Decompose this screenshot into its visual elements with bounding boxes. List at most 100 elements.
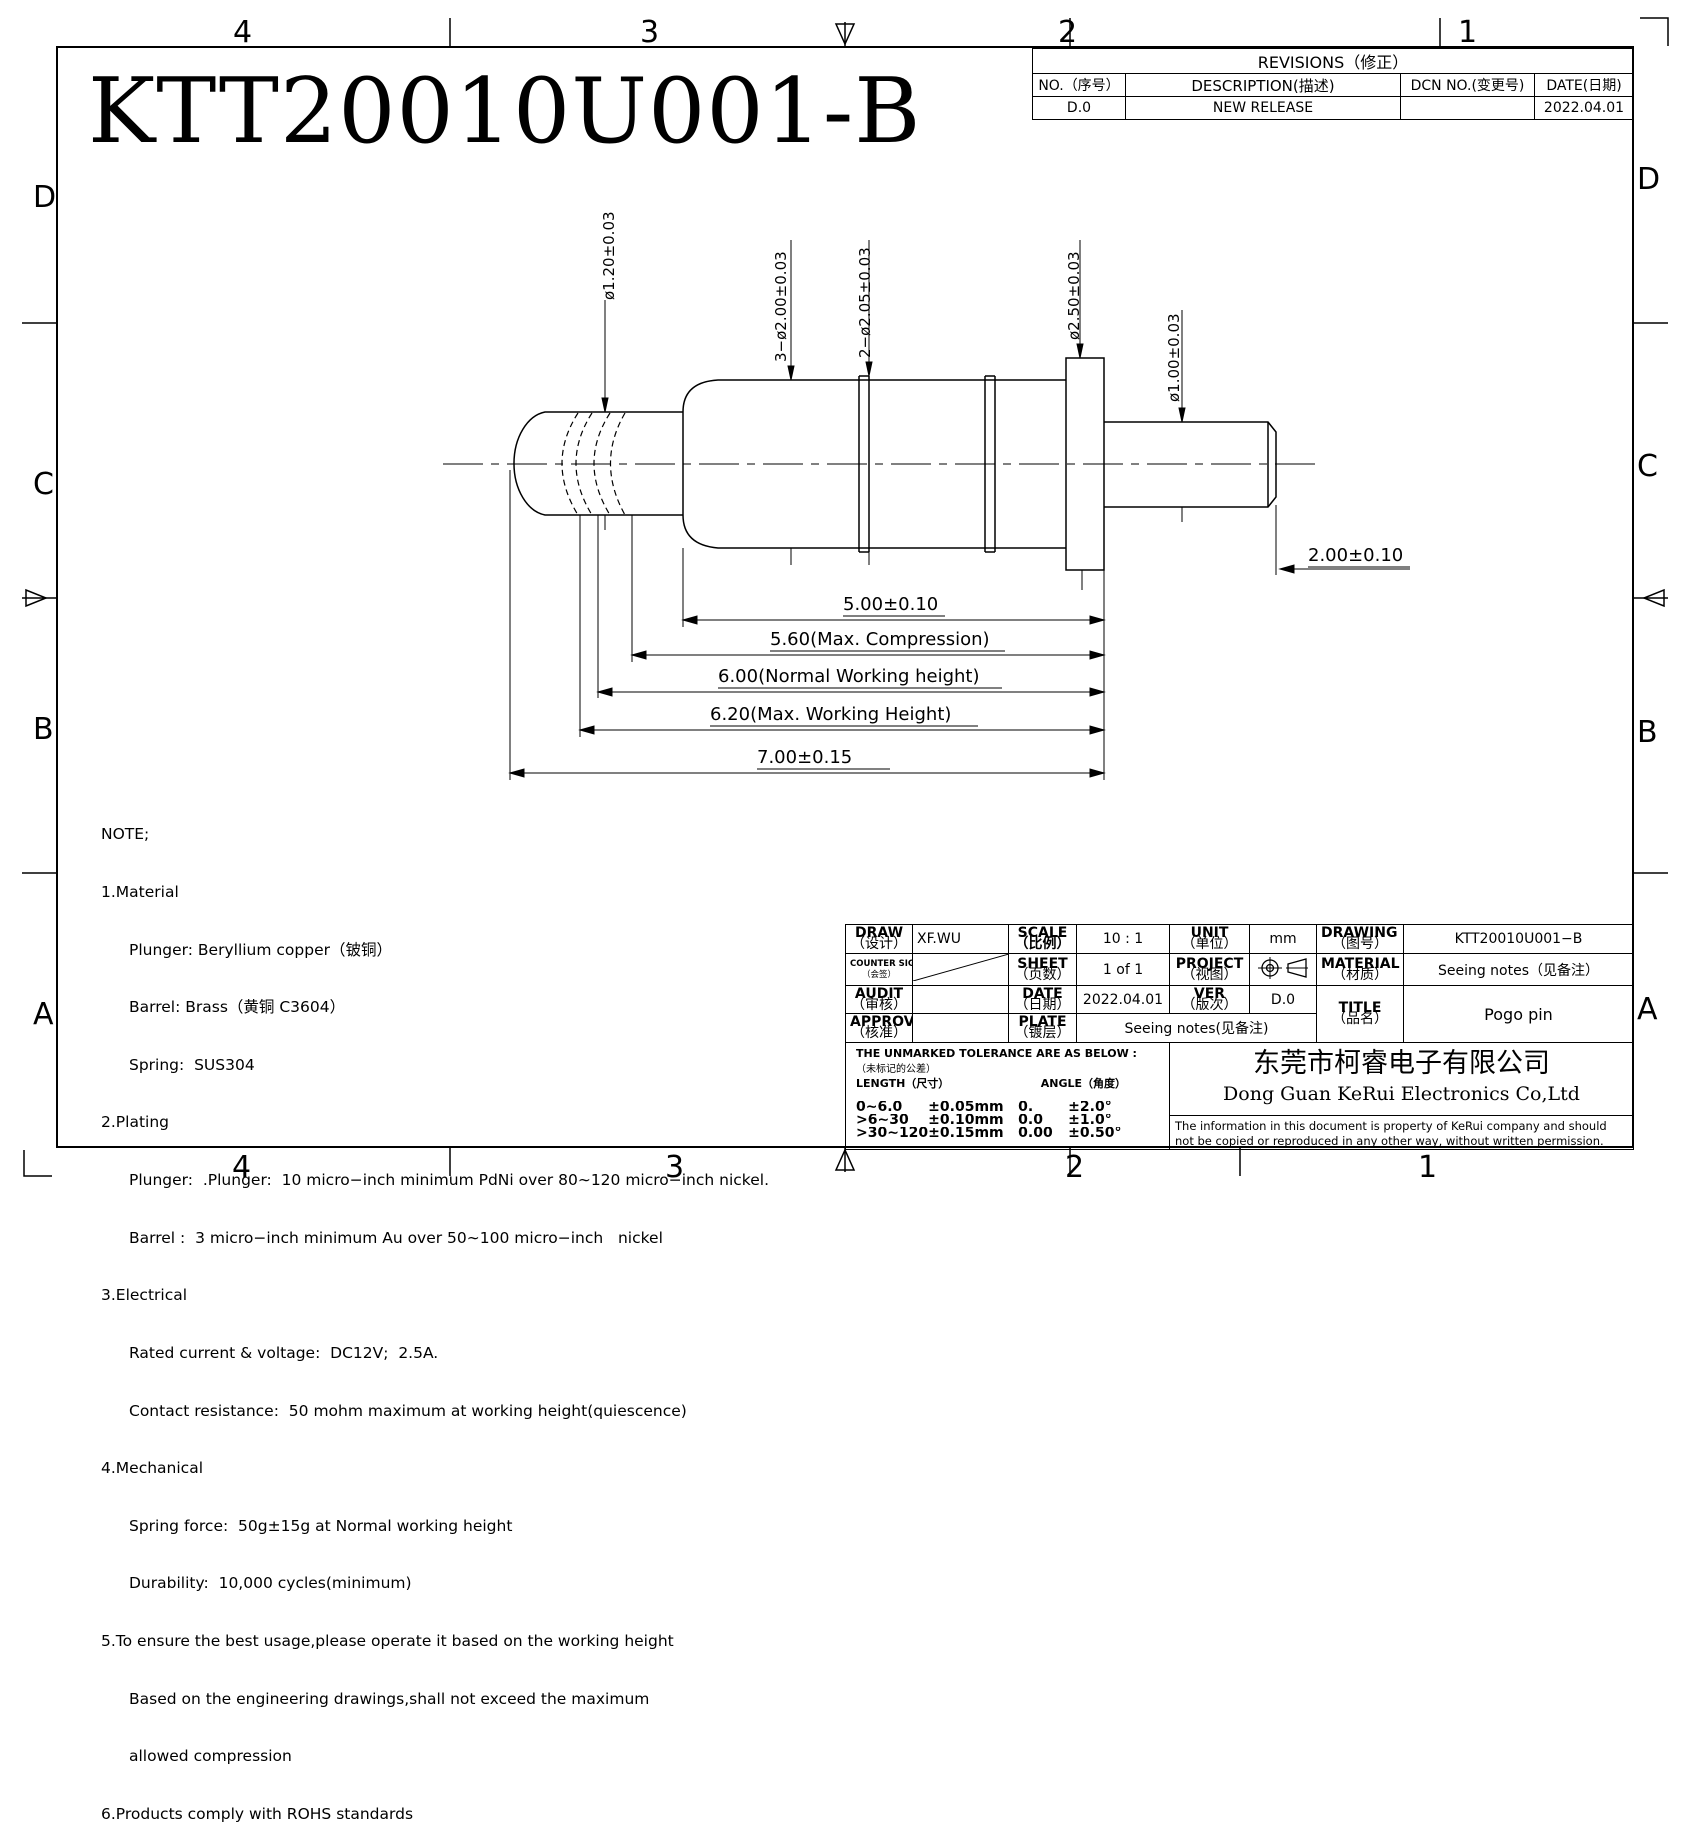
note-line: Spring: SUS304 bbox=[129, 1055, 255, 1074]
part-number-title: KTT20010U001-B bbox=[88, 59, 922, 164]
note-line: Plunger: Beryllium copper（铍铜） bbox=[129, 940, 393, 959]
tol-range: 0∼6.0 bbox=[856, 1101, 903, 1114]
plate-value: Seeing notes(见备注) bbox=[1076, 1013, 1317, 1043]
dim-dia-1-00: ø1.00±0.03 bbox=[1165, 313, 1183, 402]
unit-label: UNIT（单位） bbox=[1169, 924, 1250, 954]
audit-label: AUDIT（审核） bbox=[845, 985, 913, 1014]
note-line: Rated current & voltage: DC12V; 2.5A. bbox=[129, 1343, 439, 1362]
note-line: 3.Electrical bbox=[101, 1286, 188, 1305]
projection-symbol-icon bbox=[1249, 953, 1317, 986]
tol-angle: ±0.50° bbox=[1068, 1127, 1122, 1140]
tolerance-title: THE UNMARKED TOLERANCE ARE AS BELOW : bbox=[856, 1047, 1137, 1060]
note-line: 2.Plating bbox=[101, 1113, 169, 1132]
revisions-table: REVISIONS（修正） NO.（序号） DESCRIPTION(描述) DC… bbox=[1032, 48, 1634, 120]
dim-dia-2-50: ø2.50±0.03 bbox=[1065, 251, 1083, 340]
zone-top-4: 4 bbox=[233, 15, 253, 50]
zone-ticks bbox=[22, 17, 1669, 1177]
tol-length: ±0.05mm bbox=[928, 1101, 1004, 1114]
tolerance-values: 0∼6.0 ±0.05mm 0. ±2.0° >6∼30 ±0.10mm 0.0… bbox=[856, 1101, 1121, 1140]
plate-label: PLATE（镀层） bbox=[1008, 1013, 1077, 1043]
company-name-en: Dong Guan KeRui Electronics Co,Ltd bbox=[1223, 1083, 1580, 1105]
tolerance-cn: （未标记的公差） bbox=[856, 1064, 936, 1075]
length-label: LENGTH（尺寸） bbox=[856, 1077, 950, 1090]
title-value: Pogo pin bbox=[1403, 985, 1634, 1043]
tol-decimal: 0.0 bbox=[1018, 1114, 1043, 1127]
ver-label: VER（版次） bbox=[1169, 985, 1250, 1014]
centering-marks bbox=[22, 22, 1668, 1172]
scale-value: 10 : 1 bbox=[1076, 924, 1170, 954]
counter-sign-value bbox=[912, 953, 1009, 986]
dim-2-00: 2.00±0.10 bbox=[1308, 545, 1404, 566]
revisions-title: REVISIONS（修正） bbox=[1032, 48, 1634, 74]
dim-dia-2-00: 3−ø2.00±0.03 bbox=[772, 251, 790, 362]
note-line: allowed compression bbox=[129, 1747, 292, 1766]
dim-dia-2-05: 2−ø2.05±0.03 bbox=[856, 247, 874, 358]
zone-bottom-1: 1 bbox=[1418, 1150, 1438, 1185]
scale-label: SCALE（比例） bbox=[1008, 924, 1077, 954]
zone-right-a: A bbox=[1637, 992, 1658, 1027]
tol-decimal: 0.00 bbox=[1018, 1127, 1053, 1140]
note-line: 1.Material bbox=[101, 883, 179, 902]
zone-bottom-2: 2 bbox=[1065, 1150, 1085, 1185]
note-line: Based on the engineering drawings,shall … bbox=[129, 1689, 650, 1708]
dim-5-60: 5.60(Max. Compression) bbox=[770, 629, 990, 650]
rev-header-dcn: DCN NO.(变更号) bbox=[1400, 73, 1535, 97]
tol-length: ±0.10mm bbox=[928, 1114, 1004, 1127]
tol-range: >30∼120 bbox=[856, 1127, 929, 1140]
notes-heading: NOTE; bbox=[101, 825, 150, 844]
tol-range: >6∼30 bbox=[856, 1114, 909, 1127]
tol-angle: ±1.0° bbox=[1068, 1114, 1112, 1127]
note-line: Contact resistance: 50 mohm maximum at w… bbox=[129, 1401, 687, 1420]
rev-header-description: DESCRIPTION(描述) bbox=[1125, 73, 1401, 97]
project-label: PROJECT（视图） bbox=[1169, 953, 1250, 986]
note-line: Barrel: Brass（黄铜 C3604） bbox=[129, 998, 346, 1017]
zone-right-b: B bbox=[1637, 715, 1658, 750]
zone-right-d: D bbox=[1637, 162, 1661, 197]
approve-label: APPROVE（核准） bbox=[845, 1013, 913, 1043]
tol-length: ±0.15mm bbox=[928, 1127, 1004, 1140]
tol-angle: ±2.0° bbox=[1068, 1101, 1112, 1114]
title-label: TITLE（品名） bbox=[1316, 985, 1404, 1043]
dim-5-00: 5.00±0.10 bbox=[843, 594, 939, 615]
material-label: MATERIAL（材质） bbox=[1316, 953, 1404, 986]
zone-left-c: C bbox=[33, 467, 54, 502]
tolerance-block: THE UNMARKED TOLERANCE ARE AS BELOW : （未… bbox=[845, 1042, 1170, 1150]
ver-value: D.0 bbox=[1249, 985, 1317, 1014]
note-line: 6.Products comply with ROHS standards bbox=[101, 1804, 414, 1823]
note-line: 5.To ensure the best usage,please operat… bbox=[101, 1631, 674, 1650]
rev-row-no: D.0 bbox=[1032, 96, 1126, 120]
approve-value bbox=[912, 1013, 1009, 1043]
tol-decimal: 0. bbox=[1018, 1101, 1034, 1114]
rev-header-date: DATE(日期) bbox=[1534, 73, 1634, 97]
zone-bottom-3: 3 bbox=[665, 1150, 685, 1185]
company-name-cn: 东莞市柯睿电子有限公司 bbox=[1253, 1048, 1550, 1079]
note-line: Spring force: 50g±15g at Normal working … bbox=[129, 1516, 513, 1535]
note-line: Durability: 10,000 cycles(minimum) bbox=[129, 1574, 412, 1593]
zone-top-1: 1 bbox=[1458, 15, 1478, 50]
dim-6-00: 6.00(Normal Working height) bbox=[718, 666, 980, 687]
zone-left-a: A bbox=[33, 997, 54, 1032]
note-line: 4.Mechanical bbox=[101, 1459, 203, 1478]
note-line: Barrel : 3 micro−inch minimum Au over 50… bbox=[129, 1228, 663, 1247]
audit-value bbox=[912, 985, 1009, 1014]
disclaimer-line-2: not be copied or reproduced in any other… bbox=[1175, 1134, 1604, 1148]
zone-left-d: D bbox=[33, 180, 57, 215]
disclaimer-line-1: The information in this document is prop… bbox=[1175, 1119, 1607, 1133]
drawing-no-value: KTT20010U001−B bbox=[1403, 924, 1634, 954]
zone-right-c: C bbox=[1637, 449, 1658, 484]
drawing-no-label: DRAWING NO.（图号） bbox=[1316, 924, 1404, 954]
draw-label: DRAW（设计） bbox=[845, 924, 913, 954]
diameter-leaders bbox=[601, 240, 1186, 590]
counter-sign-label: COUNTER SIGN（会签） bbox=[845, 953, 913, 986]
rev-row-date: 2022.04.01 bbox=[1534, 96, 1634, 120]
title-block-table: DRAW（设计） XF.WU SCALE（比例） 10 : 1 UNIT（单位）… bbox=[845, 924, 1634, 1150]
dim-6-20: 6.20(Max. Working Height) bbox=[710, 704, 952, 725]
dim-dia-1-20: ø1.20±0.03 bbox=[600, 211, 618, 300]
notes-block: NOTE; 1.Material Plunger: Beryllium copp… bbox=[101, 787, 769, 1843]
unit-value: mm bbox=[1249, 924, 1317, 954]
sheet-label: SHEET（页数） bbox=[1008, 953, 1077, 986]
zone-top-2: 2 bbox=[1058, 15, 1078, 50]
date-label: DATE（日期） bbox=[1008, 985, 1077, 1014]
note-line: Plunger: .Plunger: 10 micro−inch minimum… bbox=[129, 1171, 770, 1190]
dim-7-00: 7.00±0.15 bbox=[757, 747, 853, 768]
